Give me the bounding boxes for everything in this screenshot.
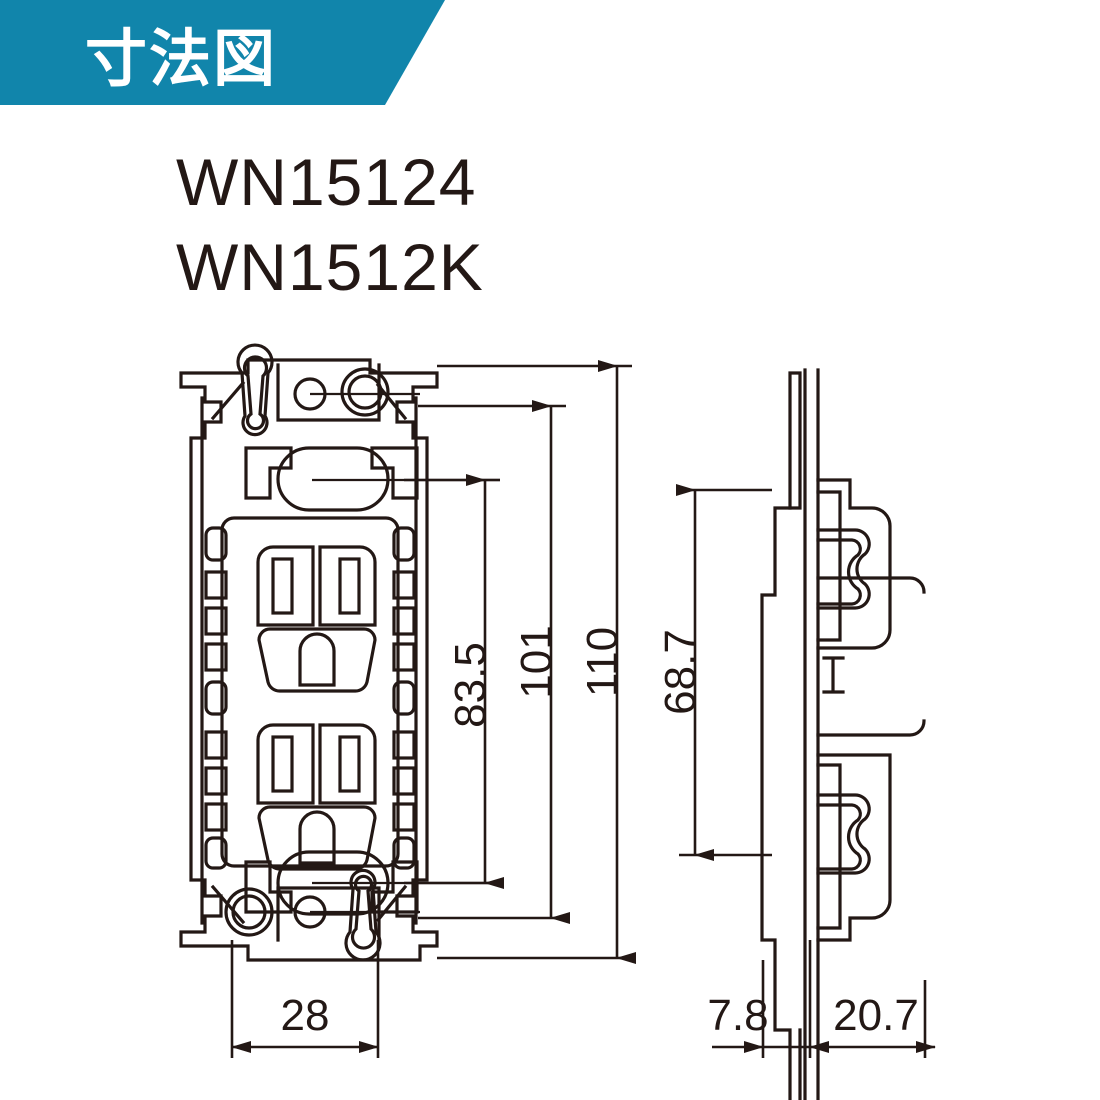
model-number-line-2: WN1512K <box>176 230 484 304</box>
front-view-top-right-screw-outer <box>340 367 390 417</box>
front-view-tab-left-5 <box>204 680 228 716</box>
side-view-lower-shelf <box>816 719 926 737</box>
front-view-bottom-left-linkage <box>210 884 246 925</box>
banner-title: 寸法図 <box>85 22 277 95</box>
front-view-socket-upper-left-blade <box>271 557 294 615</box>
front-view-tab-left-3 <box>204 606 228 636</box>
front-view-socket-upper-ground-housing <box>257 627 377 693</box>
side-view-upper-spring-contact <box>816 528 871 610</box>
technical-drawing: 83.5 101 110 68.7 28 7.8 <box>179 343 936 1100</box>
side-view-outlet <box>760 368 926 1100</box>
front-view-top-left-linkage <box>210 380 246 421</box>
model-number-line-1: WN15124 <box>176 145 477 219</box>
front-view-tab-left-1 <box>204 526 228 562</box>
front-view-socket-lower-right-blade <box>338 735 361 793</box>
front-view-tab-right-5 <box>392 680 416 716</box>
front-view-tab-left-8 <box>204 802 228 832</box>
side-view-plug-fork-symbol <box>822 656 845 694</box>
front-view-bracket-bottom-left <box>244 860 293 914</box>
dim-label-front-110: 110 <box>578 627 627 697</box>
side-view-lower-spring-contact-inner <box>816 803 862 871</box>
front-view-outer-frame <box>179 358 439 962</box>
front-view-tab-right-2 <box>392 570 416 600</box>
dim-label-side-20-7: 20.7 <box>833 991 919 1040</box>
front-view-socket-lower-left-blade-housing <box>256 723 315 805</box>
side-view-upper-spring-contact-inner <box>816 538 862 606</box>
front-view-socket-upper-right-blade-housing <box>318 545 377 627</box>
front-view-socket-upper-left-blade-housing <box>256 545 315 627</box>
side-view-upper-shelf <box>816 576 926 594</box>
front-view-socket-lower-right-blade-housing <box>318 723 377 805</box>
banner-shape <box>0 0 445 105</box>
side-view-cover-plate-bottom <box>798 1028 802 1100</box>
front-view-tab-left-2 <box>204 570 228 600</box>
front-view-keyhole-top-left <box>236 343 274 437</box>
front-view-socket-lower-left-blade <box>271 735 294 793</box>
front-view-tab-left-6 <box>204 730 228 760</box>
dim-label-front-101: 101 <box>512 625 561 698</box>
front-view-keyhole-bottom-right <box>344 868 382 962</box>
front-view-tab-right-8 <box>392 802 416 832</box>
front-view-tab-left-4 <box>204 642 228 672</box>
front-view-keyhole-top-left-inner <box>242 355 269 431</box>
front-view-outlet <box>179 343 500 962</box>
front-view-socket-upper-right-blade <box>338 557 361 615</box>
front-view-tab-right-3 <box>392 606 416 636</box>
dimension-annotations: 83.5 101 110 68.7 28 7.8 <box>230 360 936 1058</box>
front-view-tab-right-1 <box>392 526 416 562</box>
front-view-keyhole-bottom-right-inner <box>350 874 377 950</box>
front-view-socket-lower-ground-housing <box>257 805 377 871</box>
front-view-receptacle-faceplate <box>220 516 400 868</box>
side-view-lower-spring-contact <box>816 793 871 875</box>
front-view-top-right-linkage <box>375 382 408 421</box>
model-number-block: WN15124 WN1512K <box>176 145 484 304</box>
front-view-socket-upper-ground-slot <box>298 632 336 687</box>
header-banner: 寸法図 <box>0 0 445 105</box>
front-view-top-screw-block <box>276 363 381 422</box>
front-view-tab-left-9 <box>204 836 228 870</box>
front-view-tab-right-4 <box>392 642 416 672</box>
front-view-tab-right-6 <box>392 730 416 760</box>
side-view-cover-plate <box>788 371 802 510</box>
front-view-tab-right-9 <box>392 836 416 870</box>
side-view-lower-terminal-housing <box>816 753 892 942</box>
front-view-bracket-top-left <box>244 446 293 500</box>
side-view-upper-terminal-bracket <box>816 490 842 642</box>
front-view-top-right-screw-inner <box>347 374 383 410</box>
front-view-bottom-left-screw-outer <box>224 887 274 937</box>
front-view-socket-lower-ground-slot <box>298 810 336 865</box>
dim-label-front-83-5: 83.5 <box>446 642 495 728</box>
dim-label-side-7-8: 7.8 <box>707 991 768 1040</box>
dim-label-front-28: 28 <box>281 991 330 1040</box>
dim-label-side-68-7: 68.7 <box>656 629 705 715</box>
front-view-bottom-right-linkage <box>375 884 408 923</box>
front-view-tab-right-7 <box>392 766 416 796</box>
front-view-tab-left-7 <box>204 766 228 796</box>
side-view-lower-terminal-bracket <box>816 763 842 930</box>
side-view-cover-plate-step <box>760 506 792 1100</box>
front-view-bracket-top-right <box>370 446 419 500</box>
front-view-bottom-screw-block <box>276 886 381 942</box>
side-view-upper-terminal-housing <box>816 478 892 650</box>
